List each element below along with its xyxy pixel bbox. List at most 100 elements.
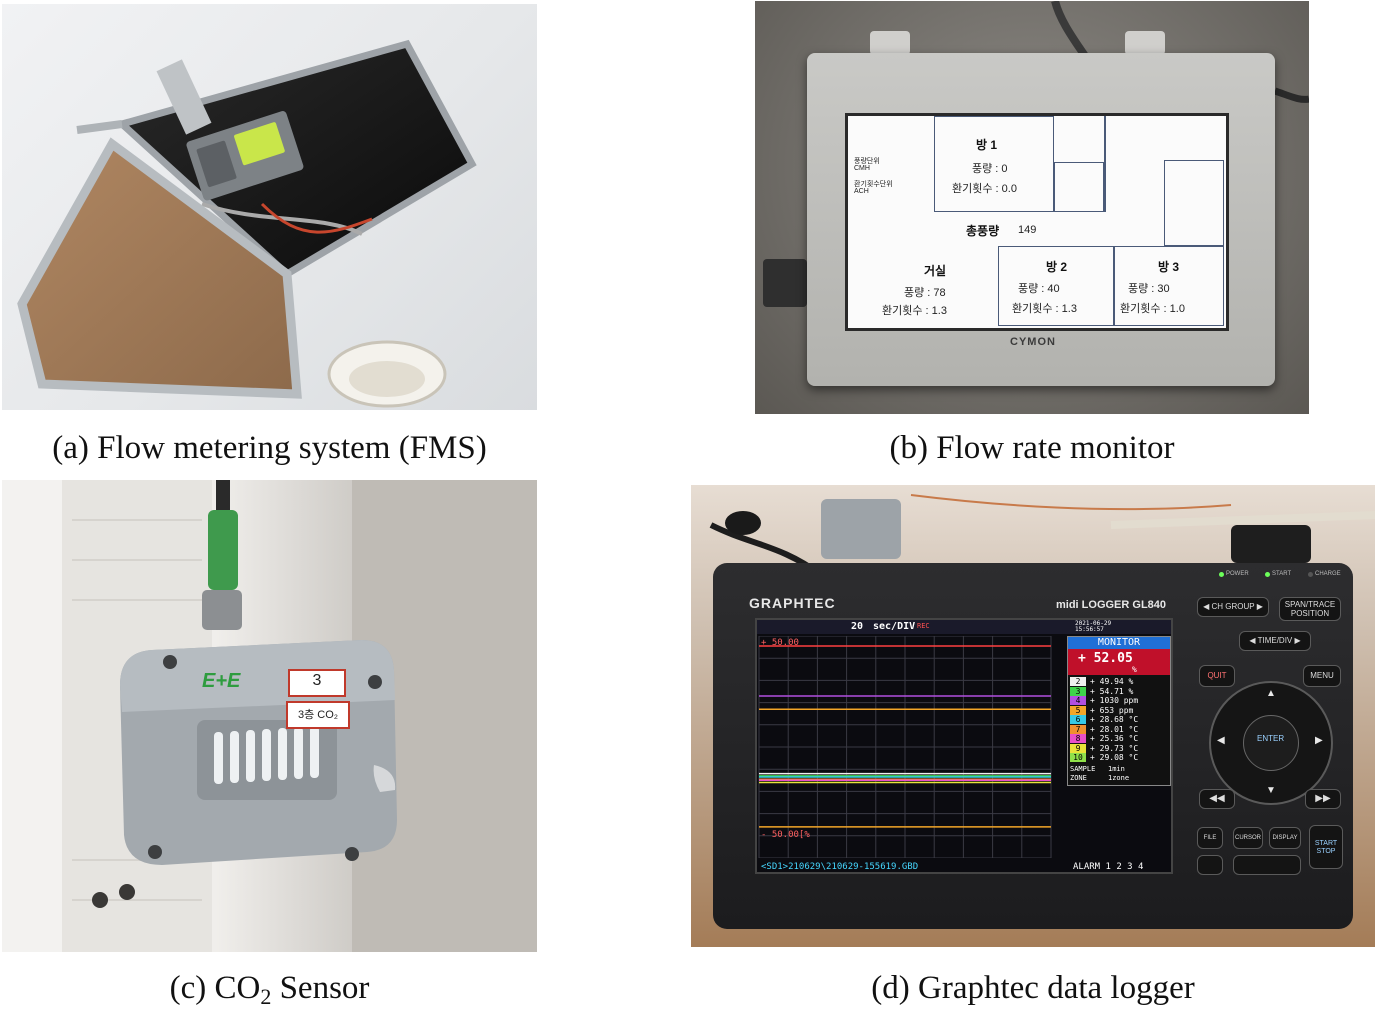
- lcd-timediv-unit: sec/DIV: [873, 621, 916, 632]
- monitor-brand: CYMON: [1010, 336, 1056, 348]
- blank-button-2[interactable]: [1233, 855, 1301, 875]
- lcd-channel-value: + 1030 ppm: [1090, 696, 1139, 705]
- caption-c: (c) CO2 Sensor: [2, 968, 537, 1017]
- ach-unit-value: ACH: [854, 188, 869, 195]
- time-div-button[interactable]: ◀ TIME/DIV ▶: [1239, 631, 1311, 651]
- lcd-channel-value: + 29.08 °C: [1090, 753, 1139, 762]
- lcd-date: 2021-06-29: [1075, 620, 1112, 627]
- start-stop-button[interactable]: START STOP: [1309, 825, 1343, 869]
- lcd-channel-row: 5+ 653 ppm: [1070, 705, 1168, 715]
- menu-button[interactable]: MENU: [1303, 665, 1341, 687]
- led-start-indicator: [1265, 572, 1270, 577]
- lcd-file-path: <SD1>210629\210629-155619.GBD: [761, 862, 919, 872]
- sensor-label-floor: 3층 CO₂: [297, 709, 339, 721]
- lcd-channel-value: + 28.01 °C: [1090, 724, 1139, 734]
- living-room-ach: 환기횟수 : 1.3: [882, 305, 947, 317]
- display-button[interactable]: DISPLAY: [1269, 827, 1301, 849]
- room3-flow: 풍량 : 30: [1128, 283, 1170, 295]
- caption-d: (d) Graphtec data logger: [871, 970, 1195, 1006]
- arrow-up-icon[interactable]: ▲: [1266, 688, 1276, 699]
- enter-button[interactable]: [1243, 715, 1299, 771]
- arrow-left-icon[interactable]: ◀: [1217, 735, 1225, 746]
- caption-a: (a) Flow metering system (FMS): [52, 430, 487, 466]
- lcd-ch1-unit: %: [1132, 665, 1137, 674]
- right-box: [1164, 160, 1224, 246]
- room1-box: [934, 116, 1054, 212]
- lcd-zone-label: ZONE: [1070, 774, 1087, 782]
- lcd-sample-label: SAMPLE: [1070, 765, 1096, 773]
- logger-brand: GRAPHTEC: [749, 595, 836, 611]
- lcd-channel-number: 4: [1070, 696, 1086, 705]
- room2-ach: 환기횟수 : 1.3: [1012, 303, 1077, 315]
- lcd-timediv-value: 20: [851, 621, 864, 632]
- cursor-button[interactable]: CURSOR: [1233, 827, 1263, 849]
- arrow-down-icon[interactable]: ▼: [1266, 785, 1276, 796]
- flow-meter-device: [186, 111, 304, 201]
- led-charge-indicator: [1308, 572, 1313, 577]
- ach-unit-label: 환기횟수단위: [854, 181, 893, 188]
- lcd-channel-number: 2: [1070, 677, 1086, 686]
- room3-name: 방 3: [1158, 260, 1180, 274]
- lcd-channel-row: 9 + 29.73 °C: [1070, 743, 1168, 753]
- span-trace-button[interactable]: SPAN/TRACE POSITION: [1279, 597, 1341, 621]
- caption-c-subscript: 2: [260, 984, 272, 1009]
- lcd-upper-scale: + 50.00: [761, 638, 799, 648]
- monitor-screen: 풍량단위 CMH 환기횟수단위 ACH 방 1 풍량 : 0 환기횟수 : 0.…: [845, 113, 1229, 331]
- living-room-flow: 풍량 : 78: [904, 287, 946, 299]
- sensor-logo: E+E: [202, 670, 241, 692]
- blank-button-1[interactable]: [1197, 855, 1223, 875]
- lcd-channel-row: 7 + 28.01 °C: [1070, 724, 1168, 734]
- arrow-right-icon[interactable]: ▶: [1315, 735, 1323, 746]
- room3-box: [1114, 246, 1224, 326]
- led-power-label: POWER: [1226, 571, 1249, 577]
- lcd-channel-number: 8: [1070, 734, 1086, 743]
- monitor-cables: [763, 1, 1309, 307]
- lcd-channel-value: + 49.94 %: [1090, 677, 1134, 686]
- lcd-channel-value: + 54.71 %: [1090, 686, 1134, 696]
- lcd-channel-number: 7: [1070, 724, 1086, 734]
- logger-lcd: 20 sec/DIV REC 2021-06-29 15:56:57 + 50.…: [755, 618, 1173, 874]
- room1-flow: 풍량 : 0: [972, 163, 1008, 175]
- room1-side-box: [1054, 162, 1104, 212]
- quit-button[interactable]: QUIT: [1199, 665, 1235, 687]
- lcd-channel-number: 5: [1070, 705, 1086, 715]
- lcd-channel-row: 2 + 49.94 %: [1070, 677, 1168, 686]
- led-charge-label: CHARGE: [1315, 571, 1341, 577]
- logger-model: midi LOGGER GL840: [1056, 599, 1167, 611]
- lcd-zone-value: 1zone: [1108, 774, 1130, 782]
- lcd-monitor-panel: MONITOR + 52.05 % 2+ 49.94 %3+ 54.71 %4+…: [1067, 636, 1171, 786]
- lcd-channel-row: 6 + 28.68 °C: [1070, 715, 1168, 724]
- access-door: [22, 144, 297, 394]
- file-button[interactable]: FILE: [1197, 827, 1223, 849]
- living-room-name: 거실: [924, 264, 947, 278]
- lcd-ch1-box: [1068, 649, 1170, 675]
- lcd-ch1-value: + 52.05: [1078, 651, 1133, 666]
- rewind-button[interactable]: ◀◀: [1199, 789, 1235, 809]
- lcd-rec: REC: [917, 622, 930, 630]
- lcd-time: 15:56:57: [1075, 626, 1104, 633]
- data-logger-photo: GRAPHTEC midi LOGGER GL840 POWER START C…: [691, 485, 1375, 947]
- room3-ach: 환기횟수 : 1.0: [1120, 303, 1185, 315]
- lcd-channel-number: 6: [1070, 715, 1086, 724]
- lcd-channel-number: 9: [1070, 743, 1086, 753]
- room2-flow: 풍량 : 40: [1018, 283, 1060, 295]
- lcd-channel-value: + 28.68 °C: [1090, 715, 1139, 724]
- co2-sensor-illustration: [2, 480, 537, 952]
- led-start-label: START: [1272, 571, 1292, 577]
- fms-ceiling-illustration: [17, 39, 477, 408]
- lcd-sample-value: 1min: [1108, 765, 1125, 773]
- caption-b: (b) Flow rate monitor: [889, 430, 1175, 466]
- lcd-status-bar: [757, 620, 1171, 634]
- co2-sensor-photo: E+E 3 3층 CO₂: [2, 480, 537, 952]
- airflow-unit-label: 풍량단위: [854, 158, 880, 165]
- lcd-channel-number: 3: [1070, 686, 1086, 696]
- sensor-label-number: 3: [312, 672, 322, 689]
- ch-group-button[interactable]: ◀ CH GROUP ▶: [1197, 597, 1269, 617]
- lcd-channel-value: + 29.73 °C: [1090, 743, 1139, 753]
- forward-button[interactable]: ▶▶: [1305, 789, 1341, 809]
- caption-c-prefix: (c) CO: [169, 970, 261, 1006]
- room1-name: 방 1: [976, 138, 998, 152]
- lcd-channel-row: 10+ 29.08 °C: [1070, 753, 1168, 762]
- monitor-photo: 풍량단위 CMH 환기횟수단위 ACH 방 1 풍량 : 0 환기횟수 : 0.…: [755, 1, 1309, 414]
